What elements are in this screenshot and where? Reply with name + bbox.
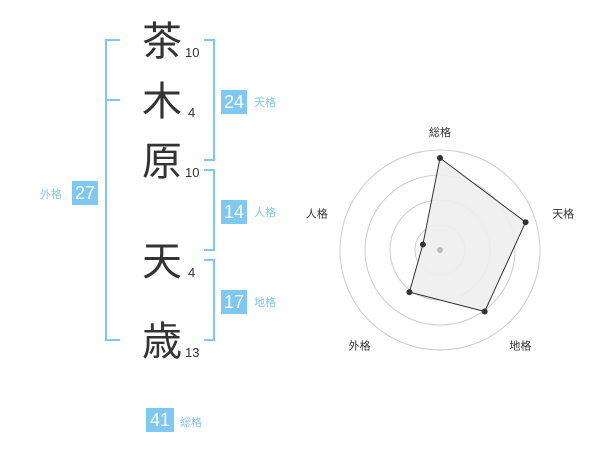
- chikaku-value: 17: [221, 290, 247, 314]
- tenkaku-bracket: [204, 39, 215, 161]
- surname-char-2: 木: [142, 79, 182, 125]
- jinkaku-value: 14: [221, 200, 247, 224]
- tenkaku-label: 天格: [254, 96, 276, 109]
- radar-center-dot: [437, 247, 443, 253]
- radar-axis-label: 地格: [509, 339, 531, 353]
- surname-char-2-strokes: 4: [188, 105, 196, 120]
- radar-axis-label: 天格: [552, 207, 574, 221]
- given-char-1: 天: [142, 239, 182, 285]
- radar-ring: [339, 149, 541, 351]
- given-char-2-strokes: 13: [185, 345, 200, 360]
- soukaku-value: 41: [146, 408, 174, 432]
- surname-char-3: 原: [142, 139, 182, 185]
- gaikaku-value: 27: [72, 181, 98, 205]
- radar-axis-label: 外格: [349, 339, 371, 353]
- surname-char-1-strokes: 10: [185, 45, 200, 60]
- radar-point-5: [419, 241, 426, 248]
- gaikaku-bracket: [105, 39, 120, 341]
- chikaku-bracket: [204, 259, 215, 341]
- radar-point-3: [481, 308, 488, 315]
- radar-point-4: [406, 289, 413, 296]
- given-char-1-strokes: 4: [188, 265, 196, 280]
- radar-axis-label: 人格: [306, 207, 328, 221]
- given-char-2: 歳: [142, 319, 182, 365]
- soukaku-label: 総格: [180, 416, 202, 429]
- radar-point-1: [437, 155, 443, 161]
- surname-char-1: 茶: [142, 19, 182, 65]
- jinkaku-label: 人格: [254, 206, 276, 219]
- radar-axis-label: 総格: [429, 125, 451, 139]
- radar-point-2: [522, 219, 529, 226]
- tenkaku-value: 24: [221, 90, 247, 114]
- surname-char-3-strokes: 10: [185, 165, 200, 180]
- chikaku-label: 地格: [254, 296, 276, 309]
- radar-area: [408, 157, 527, 313]
- gaikaku-label: 外格: [40, 188, 62, 201]
- jinkaku-bracket: [204, 169, 215, 251]
